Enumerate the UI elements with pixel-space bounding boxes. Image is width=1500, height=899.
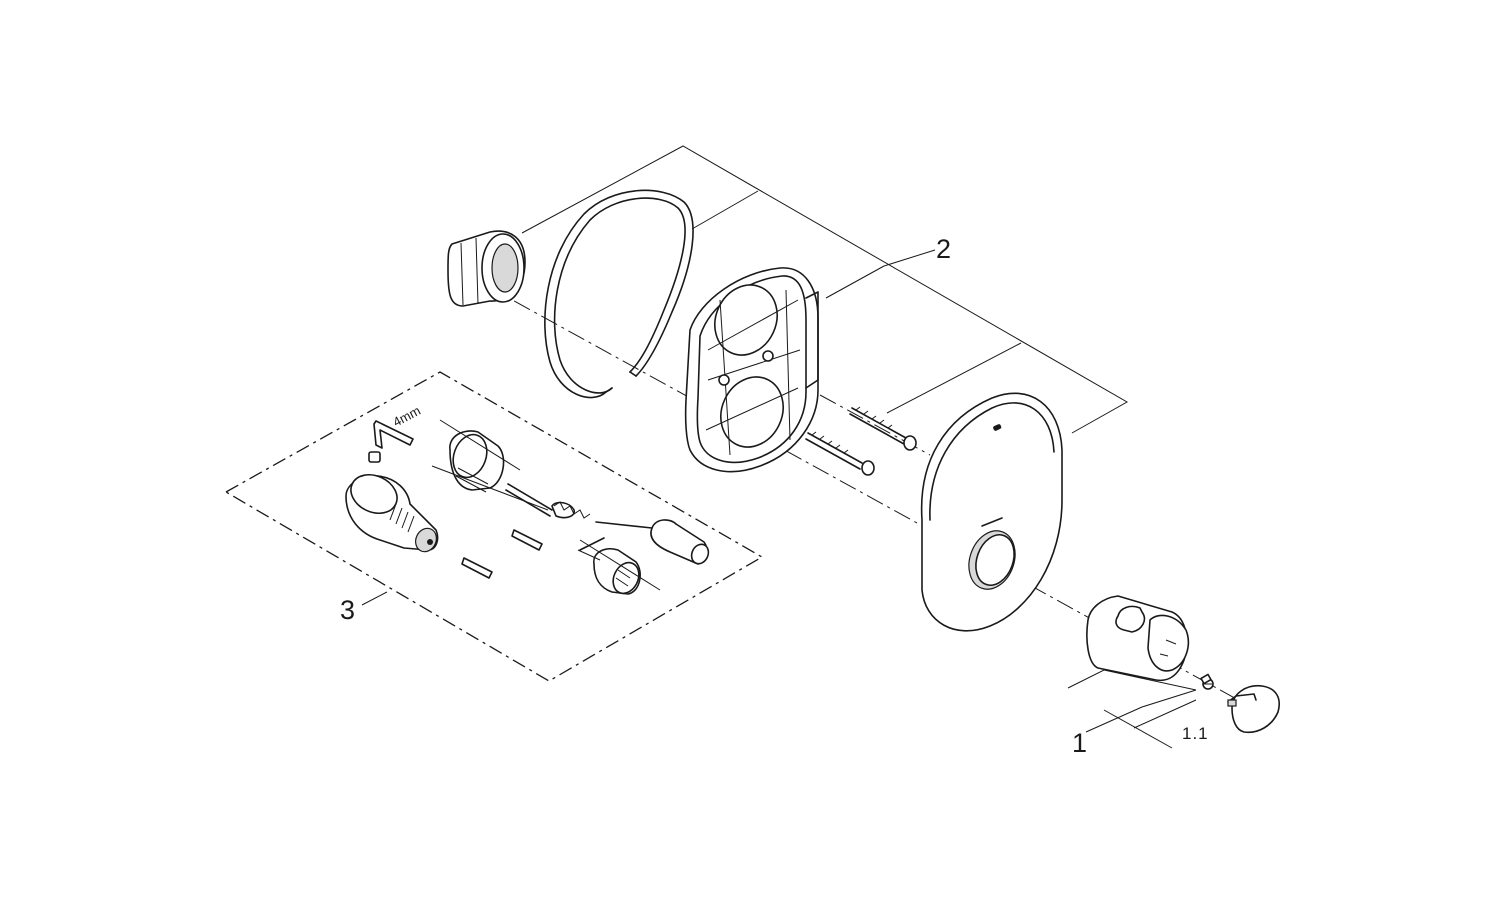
group-1-bracket — [1067, 669, 1197, 749]
label-hex-key-size: 4mm — [390, 403, 423, 430]
label-part-3: 3 — [340, 595, 355, 625]
mounting-plate — [684, 267, 819, 473]
group-2-bracket — [521, 145, 1129, 434]
handle — [1086, 595, 1190, 682]
mounting-screws — [805, 406, 917, 476]
escutcheon-plate — [920, 392, 1063, 632]
label-part-1: 1 — [1072, 728, 1087, 758]
label-part-1-1: 1.1 — [1182, 724, 1209, 743]
group-3-box — [224, 371, 764, 682]
seal-gasket — [544, 189, 694, 399]
grub-screw — [1200, 673, 1214, 690]
cartridge-group — [345, 419, 710, 595]
sleeve-ring — [447, 230, 526, 307]
cap — [1227, 684, 1280, 734]
label-part-2: 2 — [936, 234, 951, 264]
